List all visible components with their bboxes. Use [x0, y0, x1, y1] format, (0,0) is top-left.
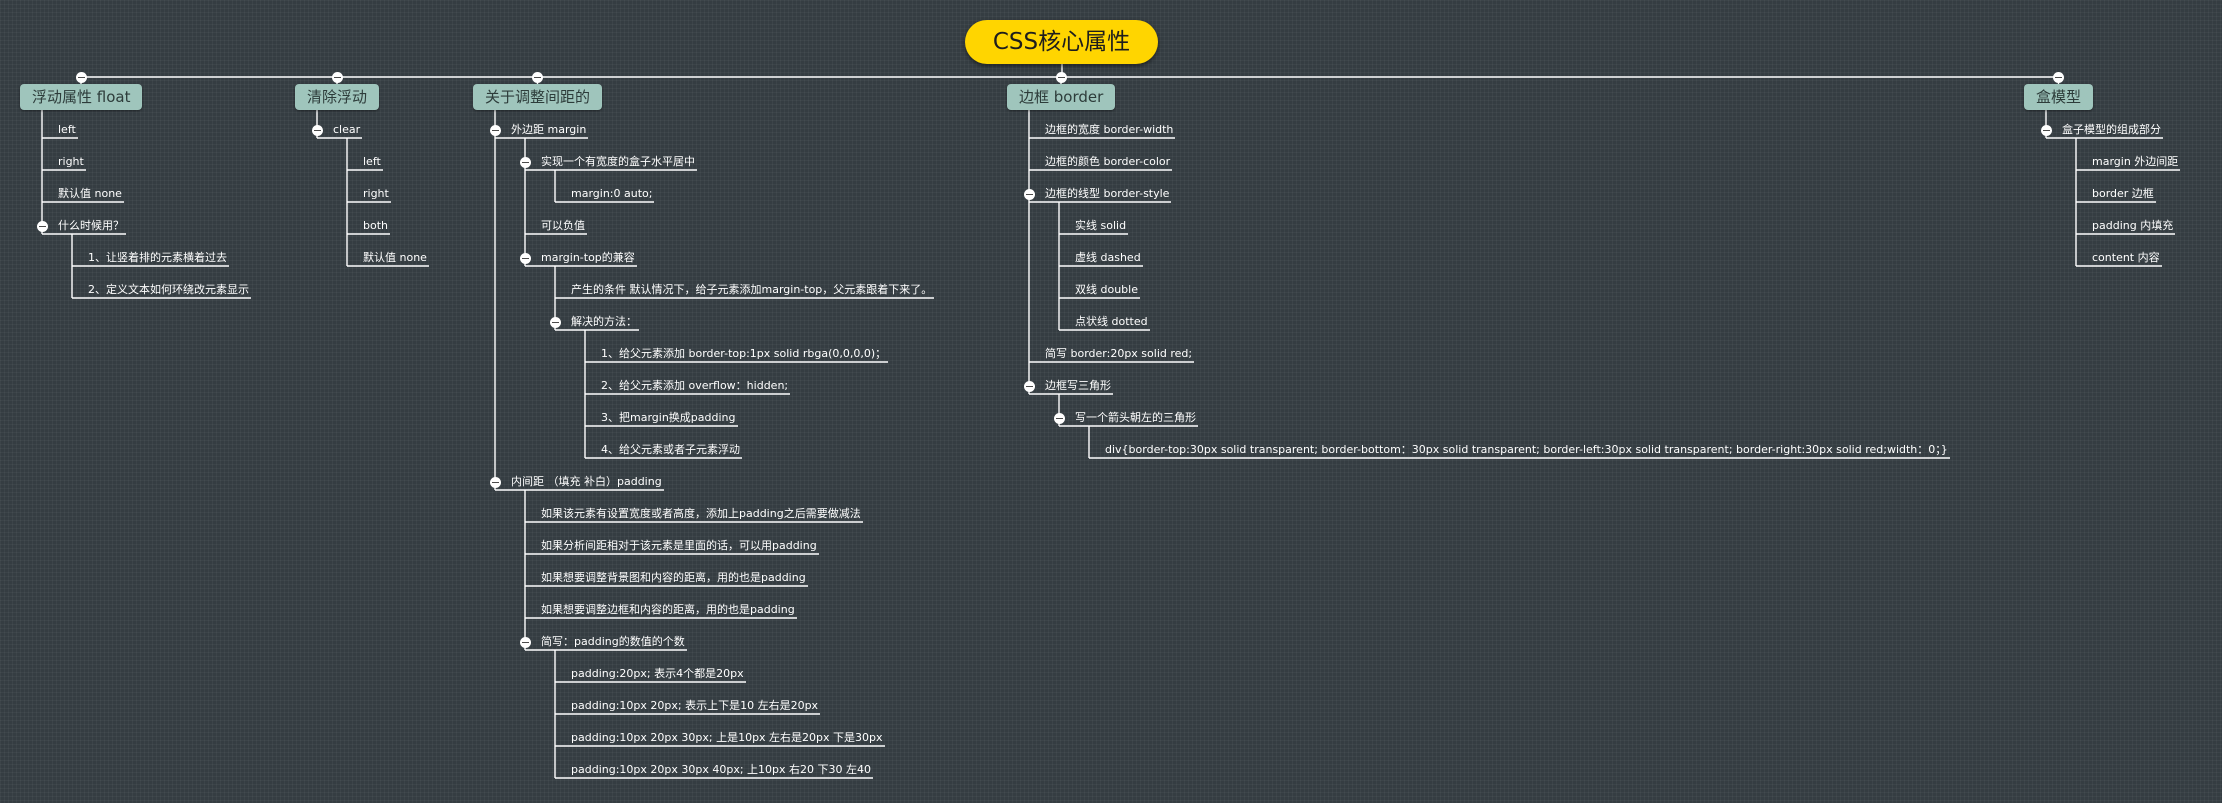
map-leaf[interactable]: both [363, 219, 388, 232]
branch-clear-float[interactable]: 清除浮动 [295, 84, 380, 110]
collapse-toggle-icon[interactable] [549, 316, 561, 328]
branch-spacing[interactable]: 关于调整间距的 [473, 84, 603, 110]
map-leaf[interactable]: 4、给父元素或者子元素浮动 [601, 443, 740, 456]
root-node[interactable]: CSS核心属性 [965, 20, 1158, 64]
map-leaf[interactable]: div{border-top:30px solid transparent; b… [1105, 443, 1948, 456]
map-node[interactable]: 实现一个有宽度的盒子水平居中 [541, 155, 695, 168]
map-leaf[interactable]: right [363, 187, 389, 200]
map-leaf[interactable]: right [58, 155, 84, 168]
map-leaf[interactable]: 简写 border:20px solid red; [1045, 347, 1193, 360]
branch-float-toggle-icon[interactable] [75, 71, 87, 83]
map-leaf[interactable]: 2、给父元素添加 overflow：hidden; [601, 379, 789, 392]
branch-box-model[interactable]: 盒模型 [2024, 84, 2094, 110]
map-leaf[interactable]: border 边框 [2092, 187, 2154, 200]
map-node[interactable]: 边框的线型 border-style [1045, 187, 1170, 200]
collapse-toggle-icon[interactable] [519, 636, 531, 648]
map-leaf[interactable]: 如果该元素有设置宽度或者高度，添加上padding之后需要做减法 [541, 507, 861, 520]
branch-spacing-toggle-icon[interactable] [532, 71, 543, 83]
map-leaf[interactable]: 如果想要调整背景图和内容的距离，用的也是padding [541, 571, 806, 584]
map-node[interactable]: 内间距 （填充 补白）padding [511, 475, 662, 488]
map-leaf[interactable]: padding:10px 20px; 表示上下是10 左右是20px [571, 699, 819, 712]
map-leaf[interactable]: 默认值 none [363, 251, 427, 264]
collapse-toggle-icon[interactable] [489, 124, 501, 136]
map-leaf[interactable]: 2、定义文本如何环绕改元素显示 [88, 283, 249, 296]
map-leaf[interactable]: content 内容 [2092, 251, 2160, 264]
map-leaf[interactable]: 双线 double [1075, 283, 1138, 296]
map-leaf[interactable]: 默认值 none [58, 187, 122, 200]
map-leaf[interactable]: padding:20px; 表示4个都是20px [571, 667, 744, 680]
map-node[interactable]: 解决的方法： [571, 315, 637, 328]
collapse-toggle-icon[interactable] [1023, 380, 1035, 392]
map-node[interactable]: 写一个箭头朝左的三角形 [1075, 411, 1196, 424]
map-leaf[interactable]: margin:0 auto; [571, 187, 653, 200]
map-node[interactable]: margin-top的兼容 [541, 251, 635, 264]
collapse-toggle-icon[interactable] [36, 220, 48, 232]
map-leaf[interactable]: left [363, 155, 381, 168]
map-leaf[interactable]: 3、把margin换成padding [601, 411, 736, 424]
map-leaf[interactable]: 产生的条件 默认情况下，给子元素添加margin-top，父元素跟着下来了。 [571, 283, 933, 296]
map-node[interactable]: 简写：padding的数值的个数 [541, 635, 685, 648]
branch-clear-float-toggle-icon[interactable] [331, 71, 343, 83]
map-leaf[interactable]: 1、让竖着排的元素横着过去 [88, 251, 227, 264]
map-node[interactable]: clear [333, 123, 361, 136]
map-leaf[interactable]: padding 内填充 [2092, 219, 2174, 232]
map-node[interactable]: 盒子模型的组成部分 [2062, 123, 2161, 136]
map-leaf[interactable]: 可以负值 [541, 219, 585, 232]
map-leaf[interactable]: 如果分析间距相对于该元素是里面的话，可以用padding [541, 539, 817, 552]
collapse-toggle-icon[interactable] [519, 156, 531, 168]
map-leaf[interactable]: padding:10px 20px 30px; 上是10px 左右是20px 下… [571, 731, 883, 744]
branch-border-toggle-icon[interactable] [1055, 71, 1067, 83]
map-leaf[interactable]: 边框的宽度 border-width [1045, 123, 1174, 136]
branch-float[interactable]: 浮动属性 float [20, 84, 143, 110]
map-leaf[interactable]: 边框的颜色 border-color [1045, 155, 1171, 168]
map-leaf[interactable]: margin 外边间距 [2092, 155, 2179, 168]
map-leaf[interactable]: left [58, 123, 76, 136]
map-leaf[interactable]: 1、给父元素添加 border-top:1px solid rbga(0,0,0… [601, 347, 887, 360]
collapse-toggle-icon[interactable] [519, 252, 531, 264]
map-leaf[interactable]: 虚线 dashed [1075, 251, 1141, 264]
map-leaf[interactable]: padding:10px 20px 30px 40px; 上10px 右20 下… [571, 763, 872, 776]
collapse-toggle-icon[interactable] [311, 124, 323, 136]
branch-border[interactable]: 边框 border [1007, 84, 1116, 110]
map-node[interactable]: 什么时候用？ [58, 219, 124, 232]
map-node[interactable]: 边框写三角形 [1045, 379, 1111, 392]
map-node[interactable]: 外边距 margin [511, 123, 587, 136]
collapse-toggle-icon[interactable] [489, 476, 501, 488]
collapse-toggle-icon[interactable] [1053, 412, 1065, 424]
branch-box-model-toggle-icon[interactable] [2053, 71, 2064, 83]
map-leaf[interactable]: 如果想要调整边框和内容的距离，用的也是padding [541, 603, 795, 616]
collapse-toggle-icon[interactable] [2040, 124, 2052, 136]
map-leaf[interactable]: 实线 solid [1075, 219, 1127, 232]
collapse-toggle-icon[interactable] [1023, 188, 1035, 200]
map-leaf[interactable]: 点状线 dotted [1075, 315, 1148, 328]
